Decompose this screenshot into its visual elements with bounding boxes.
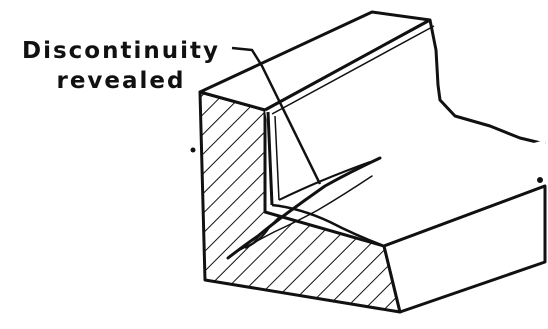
callout-label-line2: revealed: [6, 66, 236, 96]
callout-label: Discontinuity revealed: [6, 36, 236, 96]
speck-mark: [191, 148, 196, 153]
callout-label-line1: Discontinuity: [6, 36, 236, 66]
speck-mark: [537, 177, 543, 183]
